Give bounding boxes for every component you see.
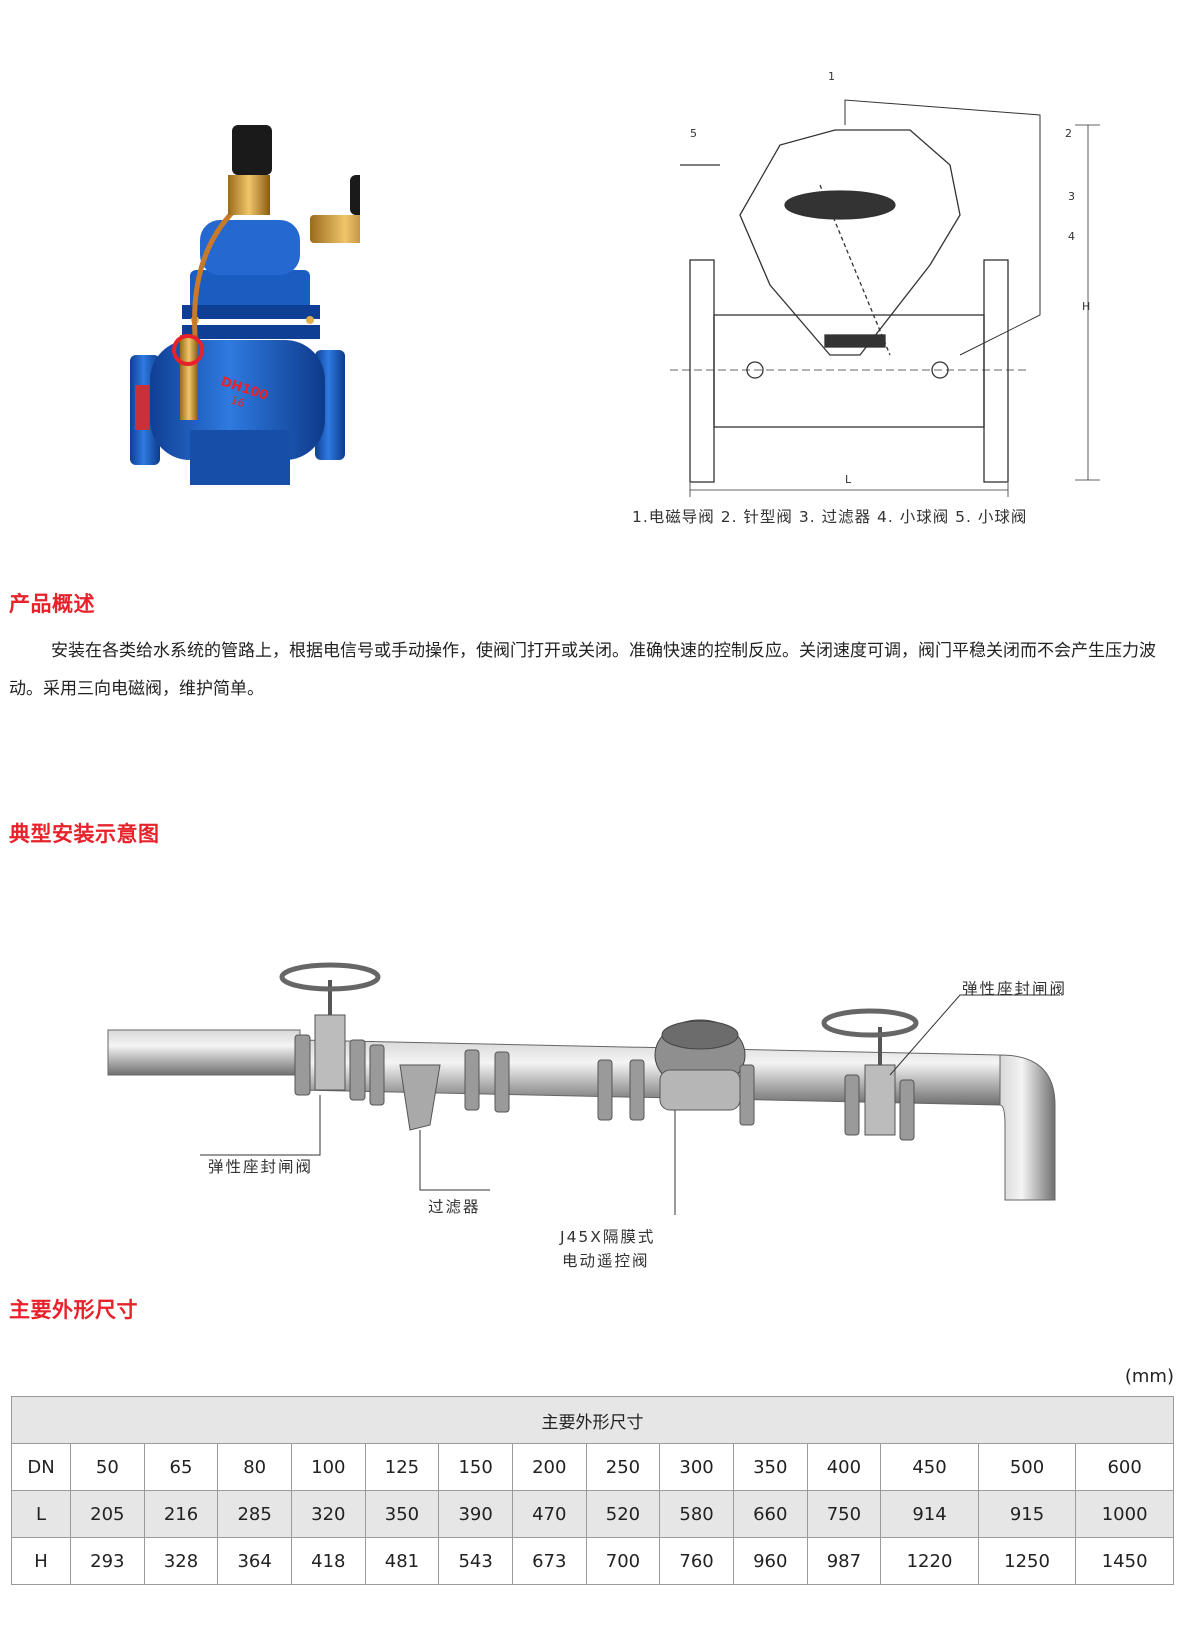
- table-cell: 50: [70, 1443, 145, 1491]
- table-cell: 364: [217, 1537, 292, 1585]
- table-cell: 470: [511, 1490, 587, 1538]
- unit-label: (mm): [1124, 1366, 1174, 1387]
- table-row-h: H 293 328 364 418 481 543 673 700 760 96…: [10, 1537, 1174, 1585]
- callout-1: 1: [828, 70, 835, 83]
- label-filter: 过滤器: [428, 1198, 481, 1216]
- table-header: 主要外形尺寸: [11, 1396, 1174, 1444]
- install-title: 典型安装示意图: [9, 822, 160, 846]
- row-label: DN: [10, 1443, 72, 1491]
- table-cell: 700: [585, 1537, 661, 1585]
- table-cell: 350: [732, 1443, 808, 1491]
- table-cell: 1220: [880, 1537, 979, 1585]
- product-photo: DH100 16: [120, 110, 390, 490]
- table-cell: 760: [659, 1537, 734, 1585]
- label-remote-valve-line1: J45X隔膜式: [560, 1228, 656, 1246]
- overview-title: 产品概述: [9, 592, 95, 616]
- table-cell: 520: [585, 1490, 661, 1538]
- table-cell: 293: [70, 1537, 145, 1585]
- table-cell: 960: [732, 1537, 808, 1585]
- table-cell: 450: [880, 1443, 979, 1491]
- table-cell: 80: [217, 1443, 292, 1491]
- dim-h-label: H: [1082, 300, 1090, 313]
- table-cell: 390: [438, 1490, 513, 1538]
- dim-l-label: L: [845, 473, 852, 486]
- valve-badge-2: 16: [229, 393, 246, 410]
- callout-5: 5: [690, 127, 697, 140]
- callout-2: 2: [1065, 127, 1072, 140]
- dimensions-title: 主要外形尺寸: [9, 1298, 138, 1322]
- table-cell: 300: [659, 1443, 734, 1491]
- table-cell: 150: [438, 1443, 513, 1491]
- callout-4: 4: [1068, 230, 1075, 243]
- table-cell: 328: [143, 1537, 219, 1585]
- table-cell: 600: [1075, 1443, 1174, 1491]
- table-cell: 1000: [1075, 1490, 1174, 1538]
- row-label: H: [10, 1537, 72, 1585]
- table-cell: 1450: [1075, 1537, 1174, 1585]
- technical-drawing: 1 2 3 4 5 H L: [660, 65, 1120, 505]
- table-cell: 543: [438, 1537, 513, 1585]
- table-cell: 673: [511, 1537, 587, 1585]
- dimensions-table: 主要外形尺寸 DN 50 65 80 100 125 150 200 250 3…: [10, 1396, 1174, 1585]
- row-label: L: [10, 1490, 72, 1538]
- table-cell: 100: [290, 1443, 366, 1491]
- table-cell: 580: [659, 1490, 734, 1538]
- table-cell: 914: [880, 1490, 979, 1538]
- table-cell: 660: [732, 1490, 808, 1538]
- table-cell: 750: [806, 1490, 882, 1538]
- table-cell: 125: [364, 1443, 440, 1491]
- table-cell: 481: [364, 1537, 440, 1585]
- installation-diagram: [100, 955, 1080, 1236]
- table-cell: 1250: [977, 1537, 1077, 1585]
- table-cell: 500: [977, 1443, 1077, 1491]
- label-remote-valve-line2: 电动遥控阀: [562, 1252, 650, 1270]
- table-cell: 200: [511, 1443, 587, 1491]
- table-row-dn: DN 50 65 80 100 125 150 200 250 300 350 …: [10, 1443, 1174, 1491]
- table-row-l: L 205 216 285 320 350 390 470 520 580 66…: [10, 1490, 1174, 1538]
- label-gate-valve-left: 弹性座封闸阀: [208, 1158, 314, 1176]
- table-cell: 285: [217, 1490, 292, 1538]
- table-cell: 915: [977, 1490, 1077, 1538]
- table-cell: 400: [806, 1443, 882, 1491]
- table-cell: 250: [585, 1443, 661, 1491]
- table-cell: 65: [143, 1443, 219, 1491]
- table-cell: 205: [70, 1490, 145, 1538]
- table-cell: 216: [143, 1490, 219, 1538]
- diagram-legend: 1.电磁导阀 2. 针型阀 3. 过滤器 4. 小球阀 5. 小球阀: [632, 508, 1028, 526]
- table-cell: 320: [290, 1490, 366, 1538]
- table-cell: 350: [364, 1490, 440, 1538]
- table-cell: 987: [806, 1537, 882, 1585]
- label-gate-valve-right: 弹性座封闸阀: [962, 980, 1068, 998]
- callout-3: 3: [1068, 190, 1075, 203]
- table-cell: 418: [290, 1537, 366, 1585]
- overview-text: 安装在各类给水系统的管路上，根据电信号或手动操作，使阀门打开或关闭。准确快速的控…: [9, 641, 1156, 699]
